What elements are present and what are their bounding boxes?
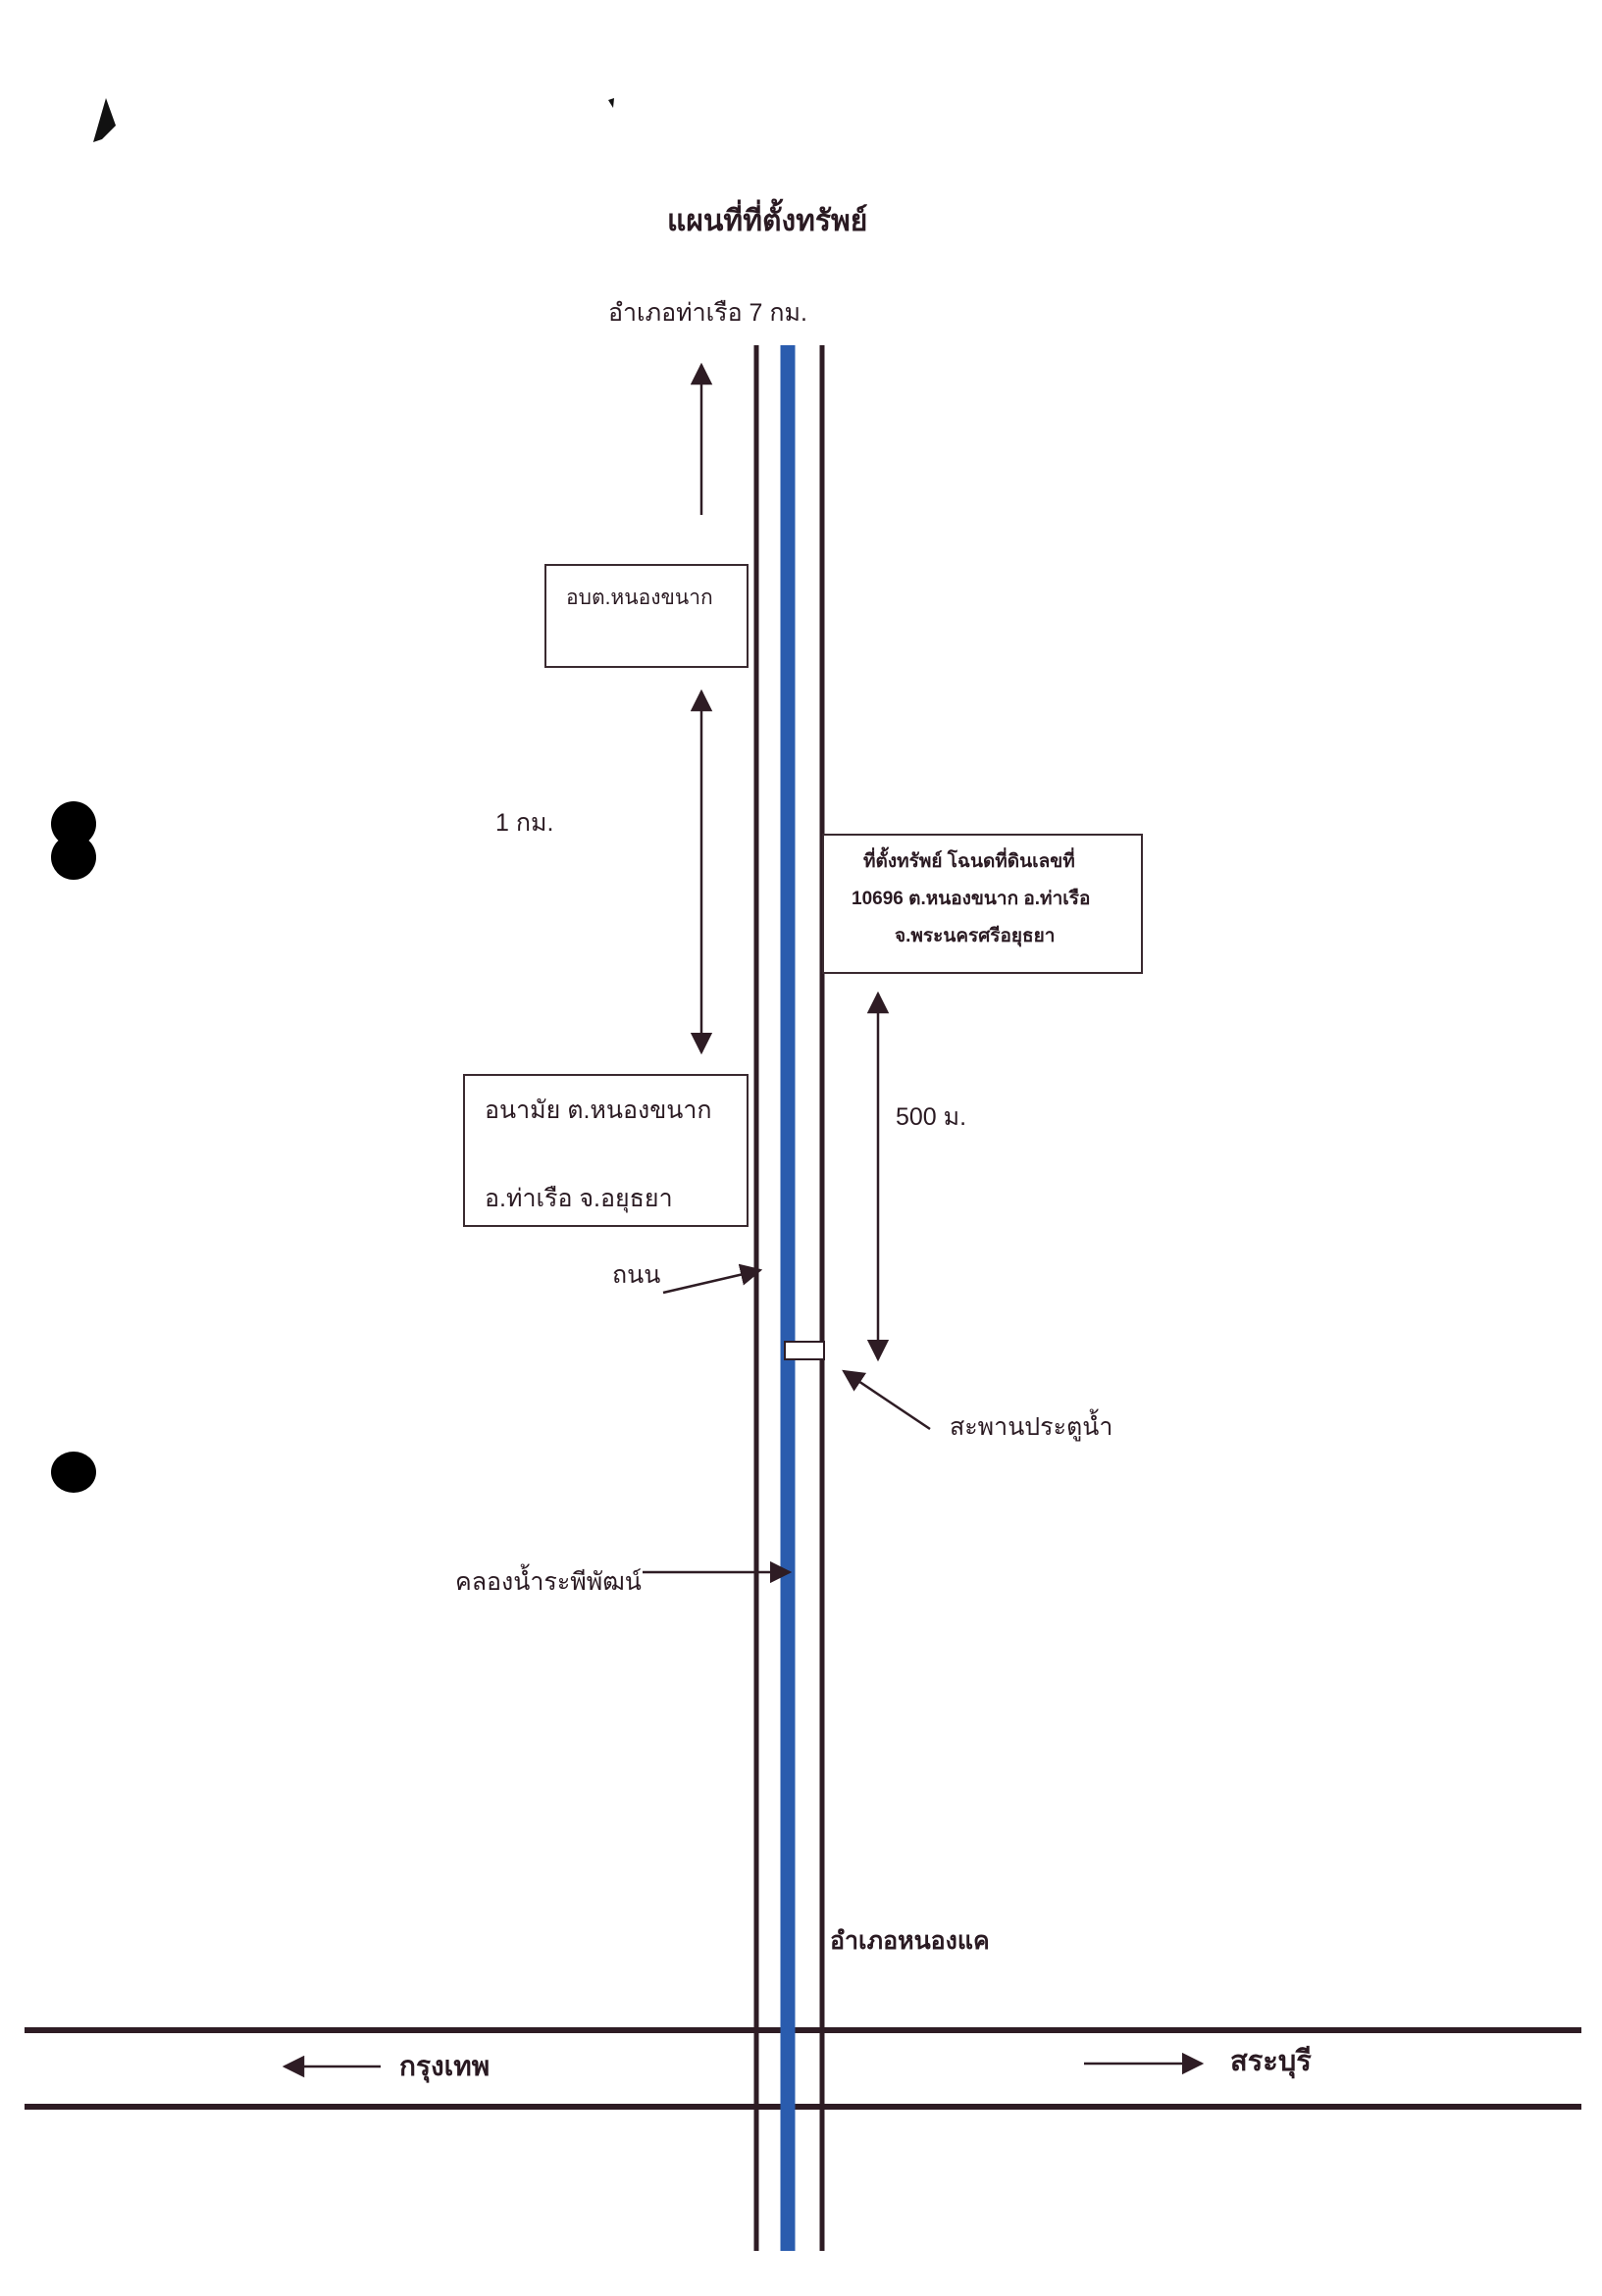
canal-label: คลองน้ำระพีพัฒน์ (455, 1568, 642, 1596)
scan-mark (93, 98, 116, 142)
obt-office-label: อบต.หนองขนาก (566, 587, 713, 609)
punch-hole-top-2 (51, 835, 96, 880)
district-label: อำเภอหนองแค (830, 1927, 990, 1955)
road-label: ถนน (612, 1261, 661, 1289)
scan-mark-small (608, 98, 614, 108)
water-gate-pointer-arrow (842, 1369, 931, 1431)
health-center-box: อนามัย ต.หนองขนาก อ.ท่าเรือ จ.อยุธยา (463, 1074, 749, 1227)
health-center-line-1: อนามัย ต.หนองขนาก (485, 1097, 712, 1124)
health-center-line-2: อ.ท่าเรือ จ.อยุธยา (485, 1185, 673, 1212)
road-pointer-arrow (662, 1263, 763, 1295)
obt-office-box: อบต.หนองขนาก (544, 564, 749, 668)
distance-1km-label: 1 กม. (495, 809, 554, 837)
west-destination-label: กรุงเทพ (399, 2051, 491, 2081)
property-line-2: 10696 ต.หนองขนาก อ.ท่าเรือ (852, 889, 1091, 909)
property-line-1: ที่ตั้งทรัพย์ โฉนดที่ดินเลขที่ (863, 851, 1075, 872)
punch-hole-lower (51, 1452, 96, 1493)
map-title: แผนที่ที่ตั้งทรัพย์ (667, 205, 868, 237)
distance-500m-label: 500 ม. (896, 1103, 967, 1131)
property-location-box: ที่ตั้งทรัพย์ โฉนดที่ดินเลขที่ 10696 ต.ห… (822, 834, 1143, 974)
water-gate-label: สะพานประตูน้ำ (950, 1413, 1113, 1441)
property-line-3: จ.พระนครศรีอยุธยา (895, 926, 1056, 946)
water-gate-bridge (784, 1341, 825, 1360)
east-destination-label: สระบุรี (1230, 2046, 1312, 2077)
north-destination-label: อำเภอท่าเรือ 7 กม. (608, 299, 807, 327)
